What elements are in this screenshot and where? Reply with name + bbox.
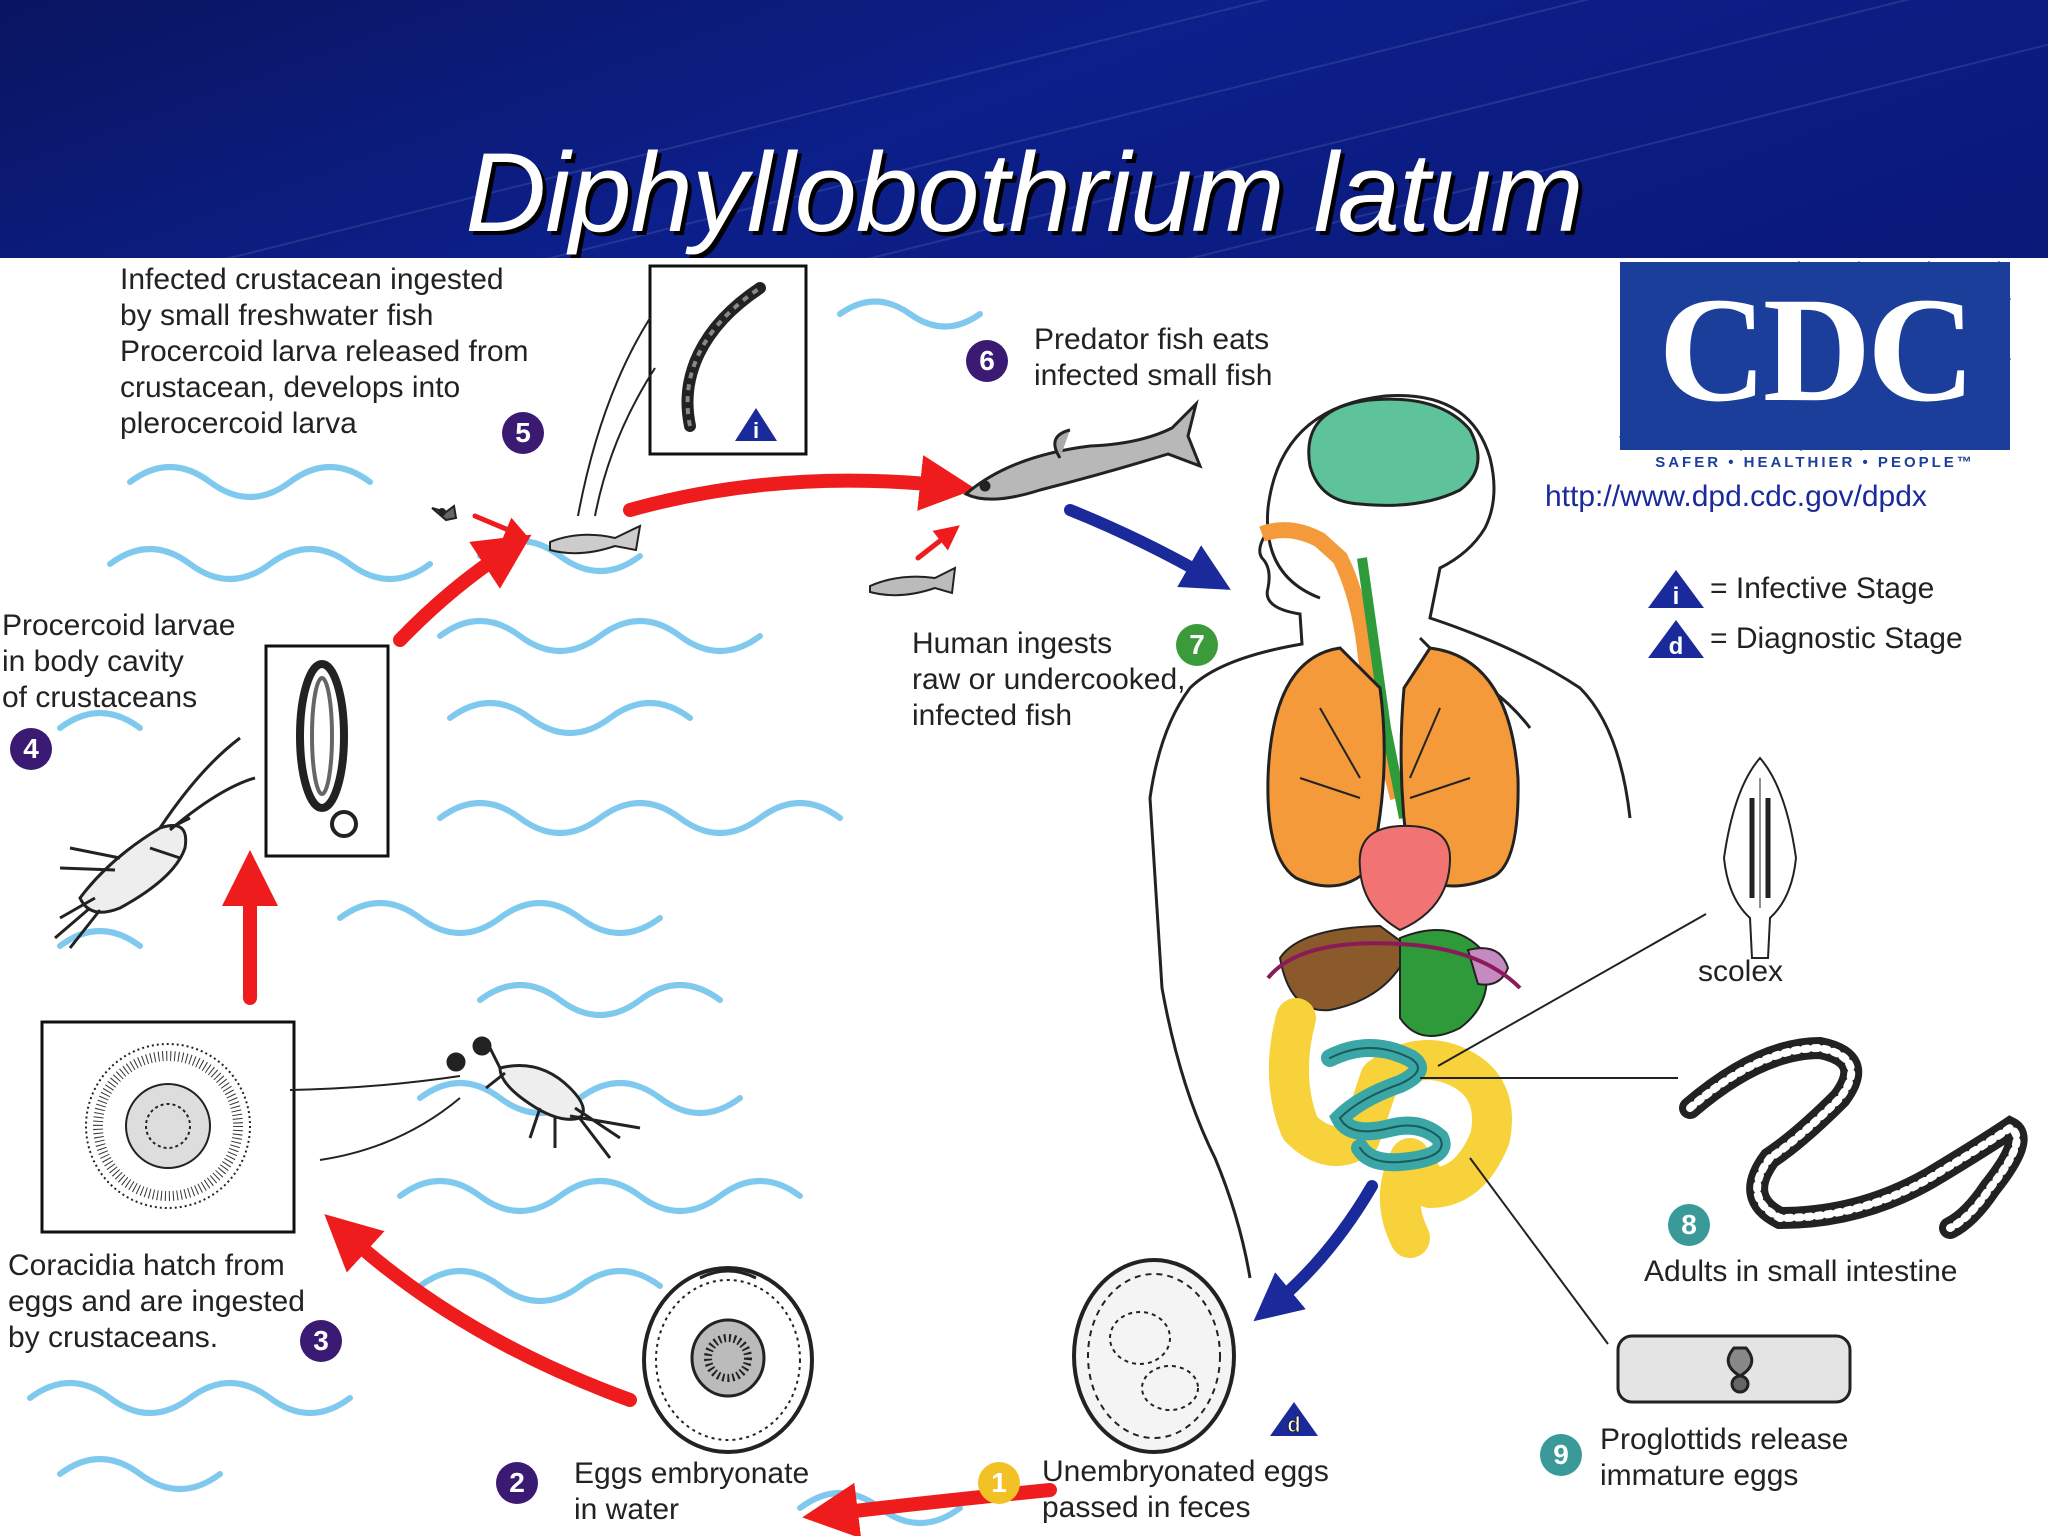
adult-worm: [1679, 1036, 2028, 1239]
blue-human-arrows: [1064, 504, 1378, 1322]
liver: [1278, 924, 1412, 1012]
scolex-drawing: [1722, 756, 1798, 959]
cdc-logo: CDC: [1620, 262, 2010, 450]
life-cycle-diagram: i: [0, 258, 2048, 1536]
arrow-6-to-7: [1064, 504, 1231, 590]
cdc-logo-text: CDC: [1658, 267, 1976, 433]
throat: [1259, 522, 1406, 800]
coracidium-box: [40, 1020, 461, 1234]
heart: [1358, 824, 1452, 932]
source-url[interactable]: http://www.dpd.cdc.gov/dpdx: [1545, 480, 1927, 513]
stage2-label: Eggs embryonate in water: [574, 1457, 810, 1526]
stage9-label: Proglottids release immature eggs: [1600, 1423, 1849, 1492]
slide-title: Diphyllobothrium latum: [465, 130, 1583, 255]
crustacean-stage4: [54, 736, 256, 949]
stage5-badge: 5: [502, 412, 544, 454]
legend-triangles: i d: [1648, 570, 1704, 660]
svg-text:d: d: [1669, 633, 1684, 660]
stage6-badge: 6: [966, 340, 1008, 382]
crustacean-stage3: [446, 1036, 641, 1159]
stage2-badge: 2: [496, 1462, 538, 1504]
procercoid-box: [264, 644, 390, 858]
scolex-label: scolex: [1698, 955, 1784, 988]
proglottid-drawing: [1616, 1334, 1852, 1404]
stage3-label: Coracidia hatch from eggs and are ingest…: [8, 1249, 305, 1354]
arrow-1-to-2: [802, 1482, 1057, 1536]
svg-text:i: i: [753, 418, 759, 443]
slide-header: Diphyllobothrium latum: [0, 0, 2048, 258]
diagram-graphics: i: [27, 260, 2028, 1536]
legend-diagnostic: = Diagnostic Stage: [1710, 622, 1963, 655]
stage4-label: Procercoid larvae in body cavity of crus…: [2, 609, 236, 714]
stage6-label: Predator fish eats infected small fish: [1034, 323, 1273, 392]
water-waves: [27, 298, 983, 1526]
red-cycle-arrows: [222, 455, 1057, 1536]
stage4-badge: 4: [10, 728, 52, 770]
stage3-badge: 3: [300, 1320, 342, 1362]
arrow-intestine-to-egg: [1253, 1180, 1378, 1322]
arrow-5-to-6: [623, 455, 976, 517]
stage8-badge: 8: [1668, 1204, 1710, 1246]
left-lung: [1266, 646, 1386, 888]
stage7-badge: 7: [1176, 624, 1218, 666]
brain: [1307, 397, 1480, 507]
small-fish-stage5: [431, 504, 642, 555]
stage7-label: Human ingests raw or undercooked, infect…: [912, 627, 1186, 732]
stage1-label: Unembryonated eggs passed in feces: [1042, 1455, 1329, 1524]
arrow-2-to-3: [324, 1214, 637, 1407]
predator-fish: [963, 399, 1203, 501]
stage8-label: Adults in small intestine: [1644, 1255, 1958, 1288]
unembryonated-egg: d: [1072, 1258, 1318, 1454]
plerocercoid-box: i: [577, 264, 808, 517]
cdc-tagline: SAFER • HEALTHIER • PEOPLE™: [1655, 454, 1975, 471]
stage9-badge: 9: [1540, 1434, 1582, 1476]
arrow-4-to-5: [393, 534, 532, 647]
esophagus: [1357, 557, 1409, 819]
right-lung: [1399, 646, 1520, 888]
svg-text:d: d: [1287, 1412, 1300, 1437]
stage1-badge: 1: [978, 1462, 1020, 1504]
stage5-label: Infected crustacean ingested by small fr…: [120, 263, 529, 440]
svg-text:i: i: [1673, 583, 1680, 610]
embryonated-egg: [642, 1266, 814, 1454]
small-fish-prey: [869, 566, 957, 597]
legend-infective: = Infective Stage: [1710, 572, 1935, 605]
